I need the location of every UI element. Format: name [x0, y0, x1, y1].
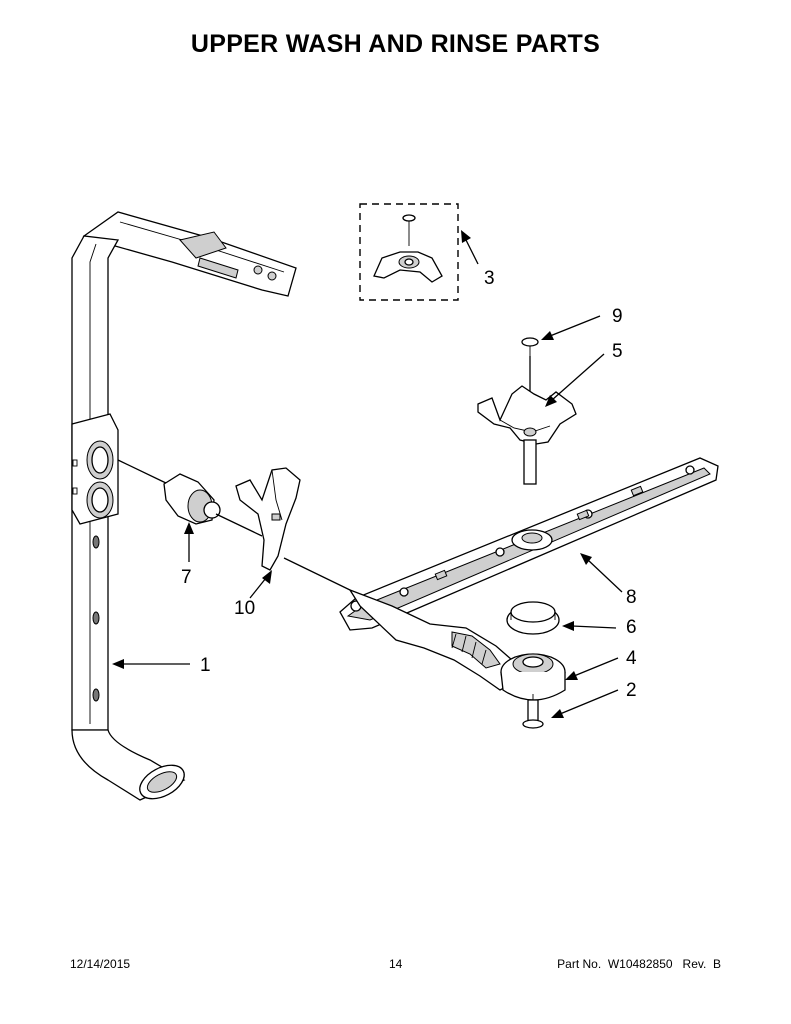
page-title: UPPER WASH AND RINSE PARTS	[190, 30, 601, 58]
callout-2-label: 2	[626, 680, 637, 701]
callout-7-label: 7	[181, 567, 192, 588]
footer-part-number: Part No. W10482850 Rev. B	[557, 957, 721, 971]
callout-9-label: 9	[612, 306, 623, 327]
callout-leaders	[112, 230, 623, 718]
footer-page-number: 14	[389, 957, 403, 971]
manifold-part	[348, 588, 566, 701]
callout-3-label: 3	[484, 268, 495, 289]
upper-wash-tube-part	[71, 211, 297, 801]
callout-4-label: 4	[626, 648, 637, 669]
footer-date: 12/14/2015	[70, 957, 131, 971]
callout-6-label: 6	[626, 617, 637, 638]
manifold-kit-part	[359, 203, 459, 301]
screw-part	[522, 694, 544, 729]
spray-arm-mount-part	[477, 337, 577, 485]
callout-5-label: 5	[612, 341, 623, 362]
spray-arm-part	[339, 457, 719, 631]
valve-part	[117, 459, 263, 537]
bearing-ring-part	[506, 601, 560, 635]
callout-1-label: 1	[200, 655, 211, 676]
callout-10-label: 10	[234, 598, 255, 619]
callout-8-label: 8	[626, 587, 637, 608]
bracket-part	[235, 467, 351, 591]
